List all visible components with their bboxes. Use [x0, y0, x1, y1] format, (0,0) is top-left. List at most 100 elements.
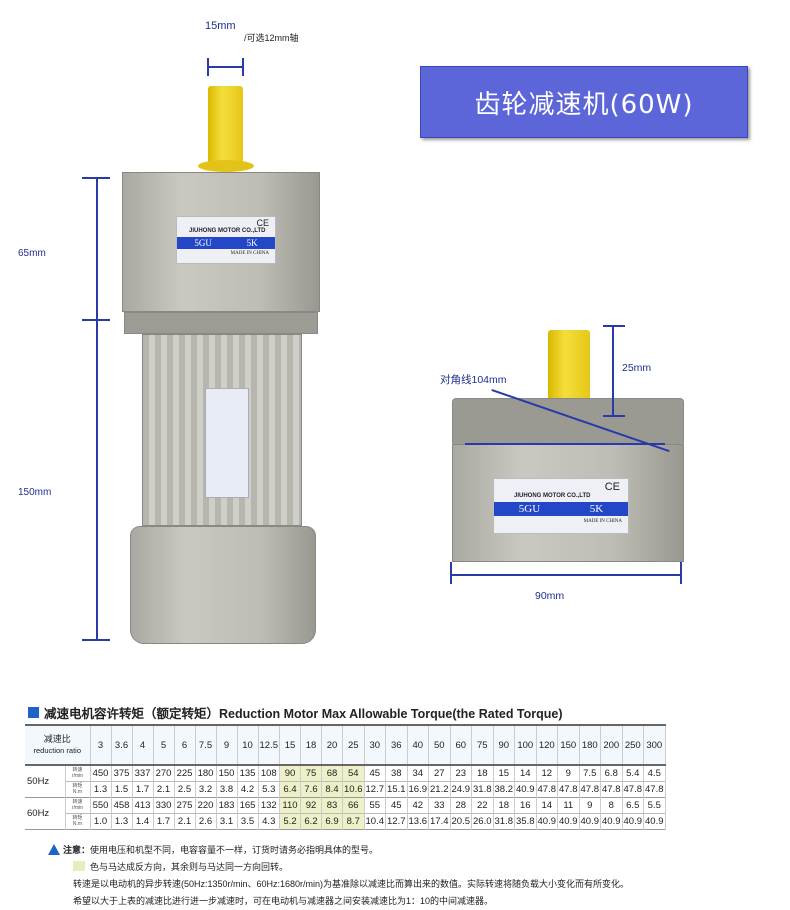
speed-value-cell: 55 — [364, 796, 386, 813]
speed-value-cell: 38 — [385, 765, 408, 781]
ratio-header-cell: 40 — [407, 725, 429, 766]
ratio-header-cell: 100 — [514, 725, 537, 766]
speed-value-cell: 413 — [132, 796, 154, 813]
ratio-header-cell: 200 — [600, 725, 623, 766]
torque-value-cell: 40.9 — [514, 780, 537, 797]
ratio-header: 减速比 reduction ratio — [25, 725, 91, 766]
torque-value-cell: 1.7 — [153, 812, 175, 829]
ratio-header-cell: 18 — [300, 725, 322, 766]
torque-value-cell: 13.6 — [407, 812, 429, 829]
speed-value-cell: 270 — [153, 765, 175, 781]
speed-value-cell: 15 — [493, 765, 515, 781]
torque-value-cell: 15.1 — [385, 780, 408, 797]
speed-value-cell: 33 — [428, 796, 451, 813]
speed-value-cell: 220 — [195, 796, 217, 813]
shaft-option-label: /可选12mm轴 — [244, 33, 299, 43]
torque-value-cell: 35.8 — [514, 812, 537, 829]
gearbox-top — [452, 398, 684, 446]
speed-value-cell: 180 — [195, 765, 217, 781]
ratio-header-cell: 300 — [643, 725, 666, 766]
dim-line — [207, 58, 209, 76]
torque-value-cell: 40.9 — [622, 812, 644, 829]
gearbox-height-label: 65mm — [18, 248, 46, 259]
ratio-header-cell: 120 — [536, 725, 558, 766]
unit-en: r/min — [71, 773, 84, 780]
unit-cn: 转矩 — [72, 783, 83, 789]
torque-value-cell: 47.8 — [600, 780, 623, 797]
diagonal-label: 对角线104mm — [440, 374, 507, 386]
ratio-header-cell: 3 — [90, 725, 112, 766]
dim-line — [82, 177, 110, 179]
torque-value-cell: 6.2 — [300, 812, 322, 829]
dim-line — [603, 325, 625, 327]
torque-value-cell: 12.7 — [364, 780, 386, 797]
note-line: 色与马达成反方向，其余则与马达同一方向回转。 — [90, 862, 289, 872]
dim-line — [96, 320, 98, 640]
torque-value-cell: 6.4 — [279, 780, 301, 797]
motor-end-cap — [130, 526, 316, 644]
speed-value-cell: 150 — [216, 765, 238, 781]
unit-en: r/min — [71, 805, 84, 811]
torque-value-cell: 8.4 — [321, 780, 343, 797]
speed-value-cell: 23 — [450, 765, 472, 781]
torque-value-cell: 26.0 — [471, 812, 494, 829]
torque-value-cell: 40.9 — [557, 812, 580, 829]
torque-value-cell: 20.5 — [450, 812, 472, 829]
speed-value-cell: 275 — [174, 796, 196, 813]
speed-value-cell: 92 — [300, 796, 322, 813]
ratio-header-cell: 36 — [385, 725, 408, 766]
torque-value-cell: 3.8 — [216, 780, 238, 797]
speed-value-cell: 34 — [407, 765, 429, 781]
warning-icon — [48, 844, 60, 855]
torque-value-cell: 8.7 — [342, 812, 365, 829]
torque-value-cell: 2.5 — [174, 780, 196, 797]
speed-value-cell: 83 — [321, 796, 343, 813]
speed-value-cell: 458 — [111, 796, 133, 813]
ratio-header-cell: 20 — [321, 725, 343, 766]
notes-label: 注意： — [63, 845, 91, 855]
speed-value-cell: 45 — [364, 765, 386, 781]
dim-line — [450, 562, 452, 584]
torque-value-cell: 47.8 — [643, 780, 666, 797]
torque-value-cell: 12.7 — [385, 812, 408, 829]
torque-value-cell: 47.8 — [622, 780, 644, 797]
speed-value-cell: 4.5 — [643, 765, 666, 781]
torque-value-cell: 1.3 — [111, 812, 133, 829]
torque-value-cell: 47.8 — [579, 780, 601, 797]
note-line: 希望以大于上表的减速比进行进一步减速时，可在电动机与减速器之间安装减速比为1：1… — [73, 896, 494, 906]
section-title: 减速电机容许转矩（额定转矩）Reduction Motor Max Allowa… — [44, 707, 563, 721]
note-line: 使用电压和机型不同，电容容量不一样，订货时请务必指明具体的型号。 — [90, 845, 379, 855]
torque-value-cell: 40.9 — [600, 812, 623, 829]
speed-value-cell: 8 — [600, 796, 623, 813]
notes: 注意：使用电压和机型不同，电容容量不一样，订货时请务必指明具体的型号。 色与马达… — [48, 842, 629, 910]
shaft-diameter-label: 15mm — [205, 20, 236, 32]
dim-line — [612, 326, 614, 416]
ratio-label-en: reduction ratio — [33, 746, 82, 755]
shaft-length-label: 25mm — [622, 362, 652, 374]
torque-value-cell: 7.6 — [300, 780, 322, 797]
torque-value-cell: 1.7 — [132, 780, 154, 797]
torque-value-cell: 3.2 — [195, 780, 217, 797]
origin-text: MADE IN CHINA — [583, 519, 622, 524]
frequency-cell: 50Hz — [25, 765, 66, 797]
ratio-label-cn: 减速比 — [43, 734, 71, 744]
ratio-header-cell: 5 — [153, 725, 175, 766]
torque-value-cell: 16.9 — [407, 780, 429, 797]
dim-line — [451, 574, 681, 576]
ratio-header-cell: 9 — [216, 725, 238, 766]
ce-mark: CE — [256, 218, 269, 228]
ratio-header-cell: 10 — [237, 725, 259, 766]
speed-value-cell: 11 — [557, 796, 580, 813]
shaft-collar — [198, 160, 254, 172]
speed-value-cell: 27 — [428, 765, 451, 781]
torque-value-cell: 2.1 — [153, 780, 175, 797]
speed-value-cell: 18 — [471, 765, 494, 781]
